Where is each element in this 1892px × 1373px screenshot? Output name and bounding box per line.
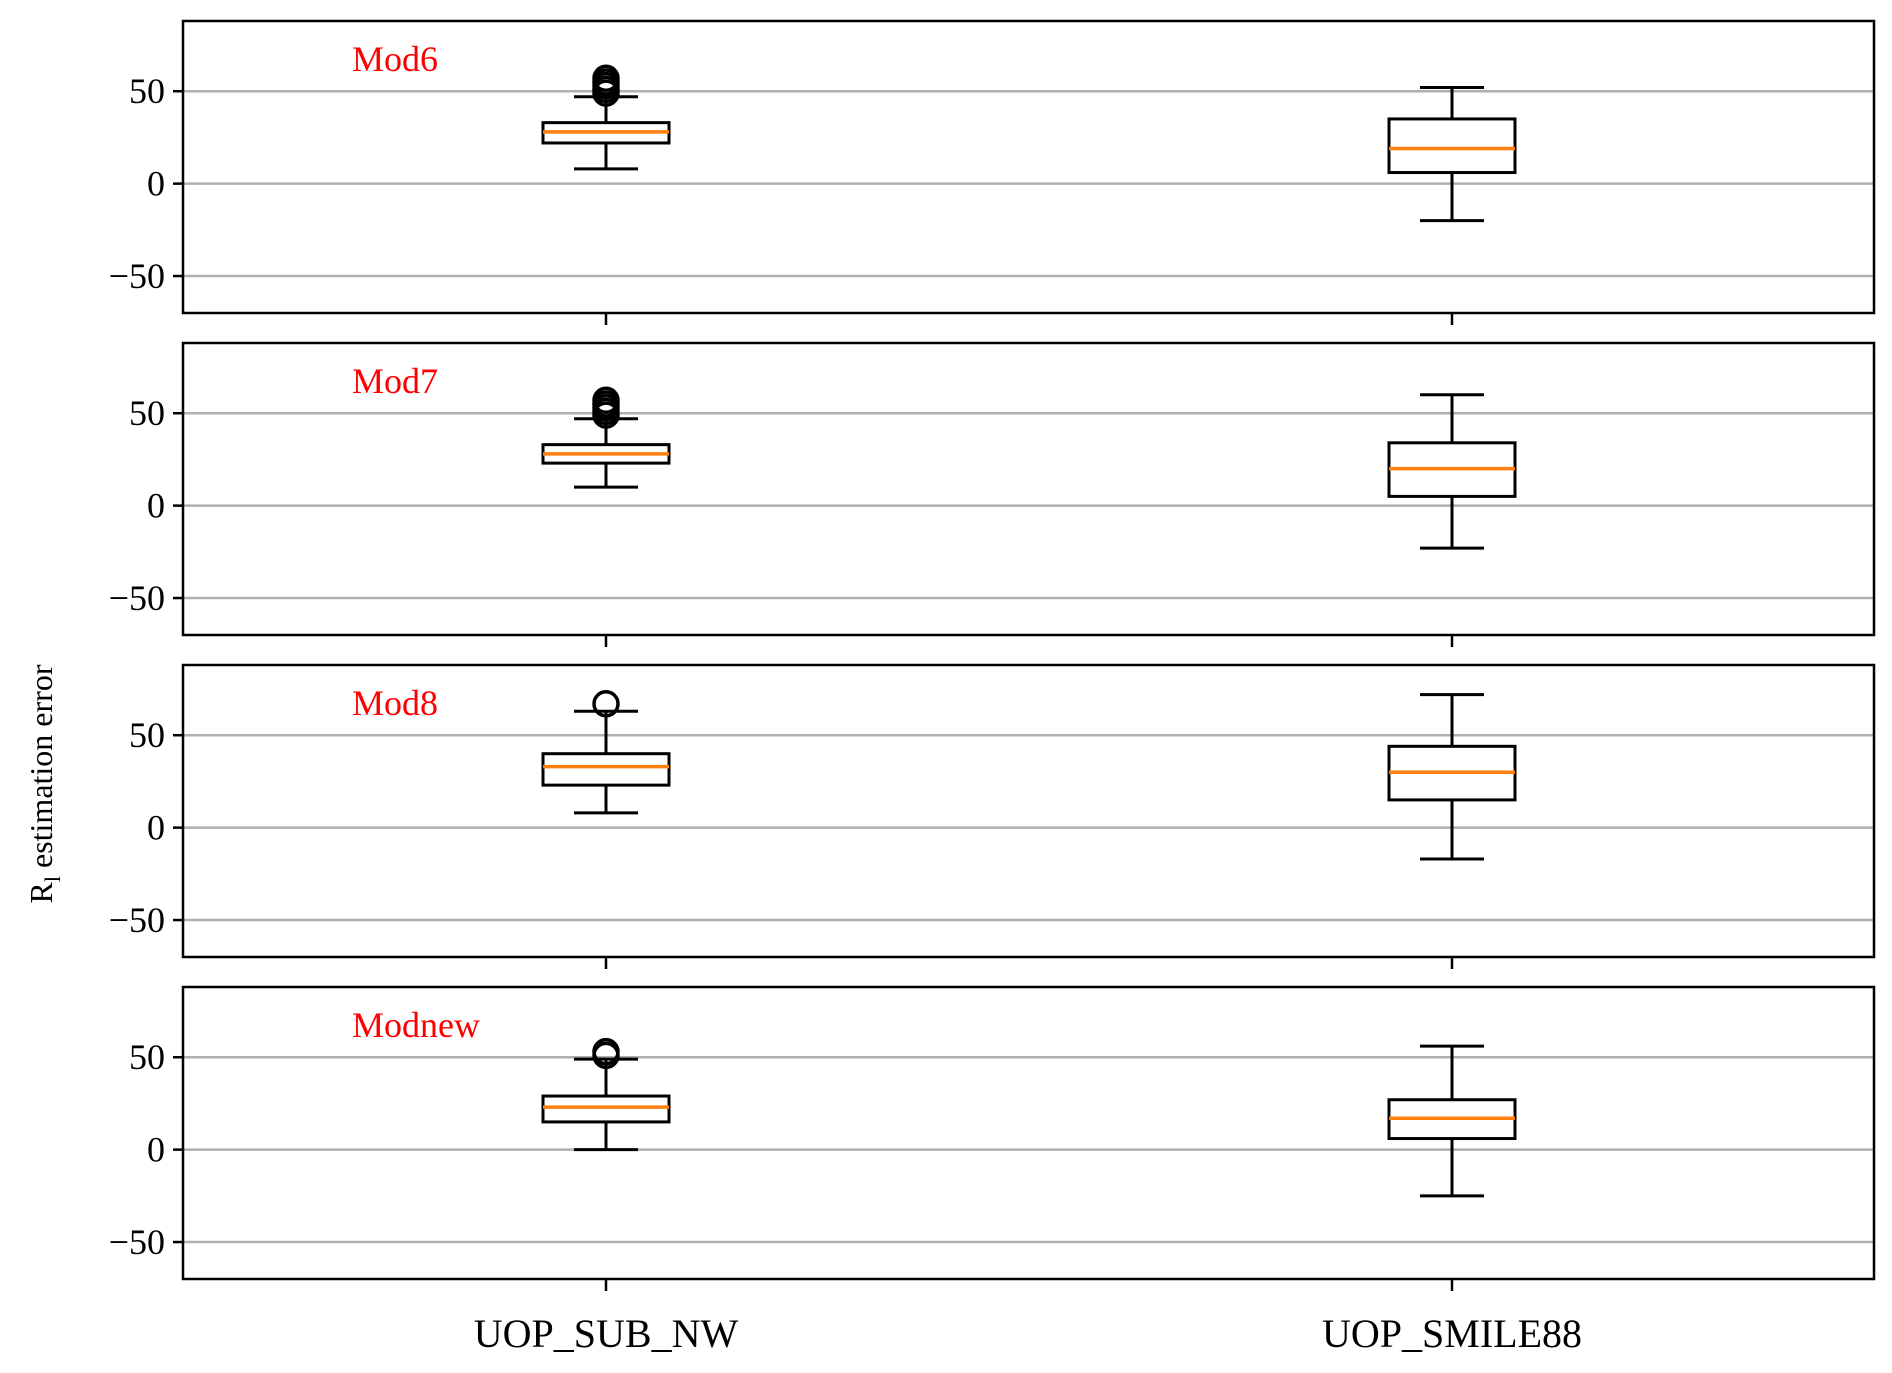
panel-label: Mod7 [352, 361, 438, 401]
iqr-box [541, 752, 671, 787]
y-axis-label-main: R [23, 881, 59, 903]
panel-frame [181, 663, 1876, 959]
box-uop-smile88 [1387, 693, 1517, 861]
outlier-point [592, 1037, 620, 1066]
y-tick-label: 50 [129, 1037, 165, 1077]
panel-modnew: −50 0 50 Modnew [109, 985, 1876, 1291]
box-uop-smile88 [1387, 1044, 1517, 1198]
panel-frame [181, 19, 1876, 315]
box-uop-smile88 [1387, 86, 1517, 223]
y-tick-label: 0 [147, 486, 165, 526]
y-tick-label: 50 [129, 71, 165, 111]
outlier-point [592, 386, 620, 415]
y-tick-label: −50 [109, 256, 165, 296]
y-tick-label: 0 [147, 808, 165, 848]
panel-mod8: −50 0 50 Mod8 [109, 663, 1876, 969]
panel-mod6: −50 0 50 Mod6 [109, 19, 1876, 325]
x-category-label: UOP_SMILE88 [1322, 1311, 1582, 1356]
panel-label: Mod6 [352, 39, 438, 79]
panel-label: Modnew [352, 1005, 480, 1045]
box-uop-smile88 [1387, 393, 1517, 550]
y-tick-label: 0 [147, 1130, 165, 1170]
outlier-point [592, 64, 620, 93]
box-uop-sub-nw [541, 64, 671, 171]
panel-frame [181, 985, 1876, 1281]
iqr-box [541, 1094, 671, 1124]
panel-mod7: −50 0 50 Mod7 [109, 341, 1876, 647]
y-axis-label-sub: l [40, 876, 65, 882]
panel-frame [181, 341, 1876, 637]
y-tick-label: 0 [147, 164, 165, 204]
x-category-label: UOP_SUB_NW [474, 1311, 739, 1356]
box-uop-sub-nw [541, 386, 671, 489]
y-axis-label: Rl estimation error [23, 664, 65, 903]
y-tick-label: −50 [109, 1222, 165, 1262]
y-tick-label: −50 [109, 900, 165, 940]
box-uop-sub-nw [541, 690, 671, 815]
y-tick-label: 50 [129, 715, 165, 755]
panel-label: Mod8 [352, 683, 438, 723]
y-tick-label: 50 [129, 393, 165, 433]
box-uop-sub-nw [541, 1037, 671, 1152]
outlier-point [592, 690, 620, 718]
iqr-box [1387, 117, 1517, 175]
y-tick-label: −50 [109, 578, 165, 618]
y-axis-label-rest: estimation error [23, 664, 59, 876]
